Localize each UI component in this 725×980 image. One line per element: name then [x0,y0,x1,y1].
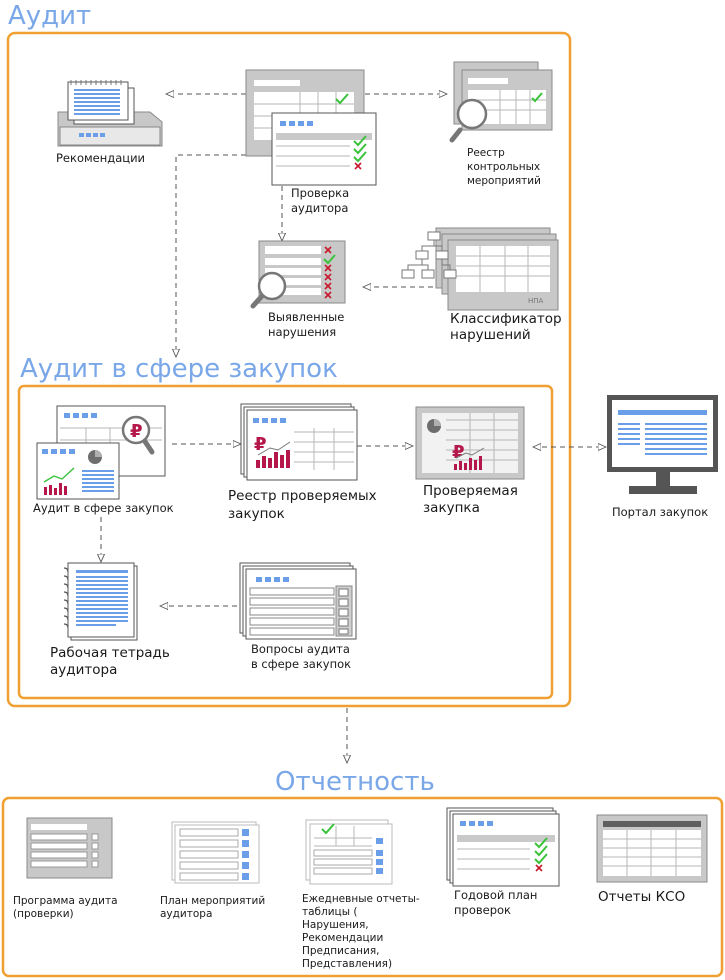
auditor-workbook-label-2: аудитора [50,662,117,678]
annual-plan-label-2: проверок [454,903,511,917]
checked-purchase-label-2: закупка [423,500,480,516]
section-title-audit: Аудит [8,1,91,31]
daily-reports-label-5: Предписания, [302,945,380,957]
checked-purchase-label-1: Проверяемая [423,483,518,499]
violations-classifier-icon: НПА [401,227,559,311]
annual-plan-icon [446,807,560,887]
audit-frame [6,31,572,708]
checked-purchase-icon: ₽ [415,406,525,480]
recommendations-icon [57,80,163,147]
reporting-frame [1,796,724,978]
violations-classifier-label-2: нарушений [450,327,531,343]
control-registry-label-3: мероприятий [467,175,541,187]
daily-reports-label-4: Рекомендации [302,932,383,944]
auditor-plan-label-1: План мероприятий [160,895,265,907]
violations-found-label-1: Выявленные [268,310,344,324]
control-registry-label-1: Реестр [467,147,505,159]
annual-plan-label-1: Годовой план [454,888,537,902]
checked-registry-label-1: Реестр проверяемых [228,488,377,504]
auditor-check-label-2: аудитора [291,201,348,215]
daily-reports-label-6: Представления) [302,958,392,970]
audit-program-label-2: (проверки) [13,908,74,920]
svg-text:₽: ₽ [254,434,267,455]
auditor-check-icon [245,69,377,186]
kso-reports-label: Отчеты КСО [598,889,685,905]
connectors [101,94,606,763]
svg-text:₽: ₽ [452,442,465,463]
procurement-portal-icon [607,395,718,494]
daily-reports-label-2: таблицы ( [302,906,357,918]
procurement-frame [17,384,554,700]
procurement-audit-icon: ₽ [36,405,166,500]
control-registry-label-2: контрольных [467,161,540,173]
audit-program-label-1: Программа аудита [13,895,118,907]
procurement-portal-label: Портал закупок [612,505,708,519]
daily-reports-label-1: Ежедневные отчеты- [302,893,420,905]
auditor-workbook-label-1: Рабочая тетрадь [50,645,170,661]
procurement-audit-label: Аудит в сфере закупок [33,501,174,515]
daily-reports-icon [305,819,393,885]
section-title-reporting: Отчетность [275,767,435,797]
auditor-workbook-icon [63,562,138,641]
control-registry-icon [449,61,553,143]
violations-found-label-2: нарушения [268,325,336,339]
audit-questions-icon [239,562,357,640]
section-title-procurement: Аудит в сфере закупок [20,354,338,384]
violations-found-icon [250,240,346,309]
checked-registry-icon: ₽ [240,403,358,481]
auditor-plan-label-2: аудитора [160,908,212,920]
audit-questions-label-2: в сфере закупок [251,657,351,671]
auditor-check-label-1: Проверка [291,186,349,200]
npa-tag: НПА [528,297,544,305]
svg-text:₽: ₽ [130,421,143,442]
violations-classifier-label-1: Классификатор [450,311,562,327]
checked-registry-label-2: закупок [228,506,285,522]
daily-reports-label-3: Нарушения, [302,919,369,931]
kso-reports-icon [596,814,708,883]
recommendations-label: Рекомендации [56,151,145,165]
auditor-plan-icon [171,821,260,884]
audit-questions-label-1: Вопросы аудита [251,642,350,656]
audit-program-icon [26,817,113,879]
